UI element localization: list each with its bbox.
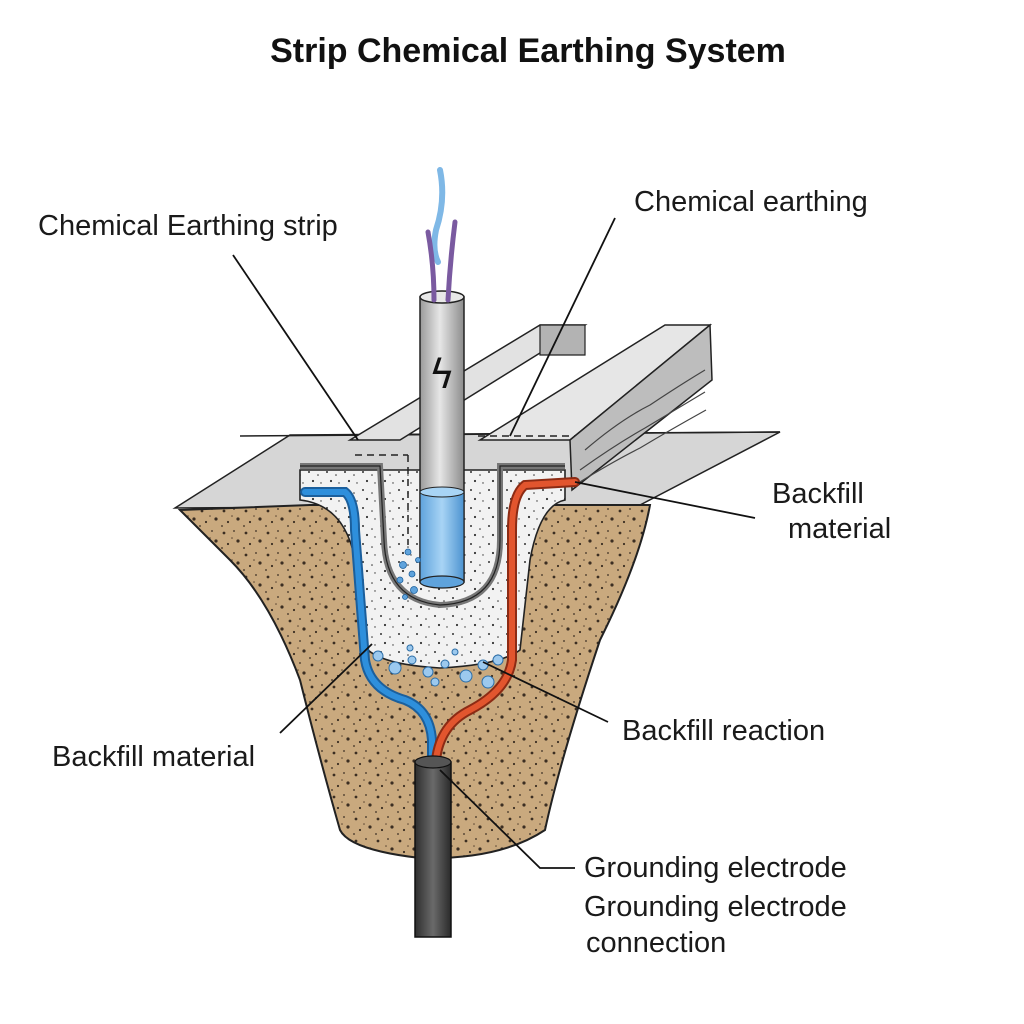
grounding-electrode-rod — [414, 755, 452, 938]
label-grounding-electrode-connection-line2: connection — [586, 927, 726, 959]
water-droplets — [396, 548, 421, 600]
diagram-title: Strip Chemical Earthing System — [270, 32, 786, 70]
chemical-pipe: ϟ — [419, 290, 465, 589]
dashed-guides — [355, 435, 575, 545]
leader-lines — [232, 217, 756, 869]
label-backfill-material-right-line2: material — [788, 513, 891, 545]
lightning-icon: ϟ — [429, 352, 455, 398]
label-backfill-material-left: Backfill material — [52, 741, 255, 773]
top-wires — [425, 167, 458, 303]
soil-trench — [177, 504, 652, 860]
label-backfill-reaction: Backfill reaction — [622, 715, 825, 747]
label-grounding-electrode-connection-line1: Grounding electrode — [584, 891, 847, 923]
earthing-strip-right — [477, 323, 713, 492]
earthing-strip-left — [347, 324, 588, 441]
label-chemical-earthing: Chemical earthing — [634, 186, 868, 218]
reaction-bubbles — [372, 644, 504, 689]
label-backfill-material-right-line1: Backfill — [772, 478, 864, 510]
label-grounding-electrode: Grounding electrode — [584, 852, 847, 884]
label-chemical-earthing-strip: Chemical Earthing strip — [38, 210, 338, 242]
